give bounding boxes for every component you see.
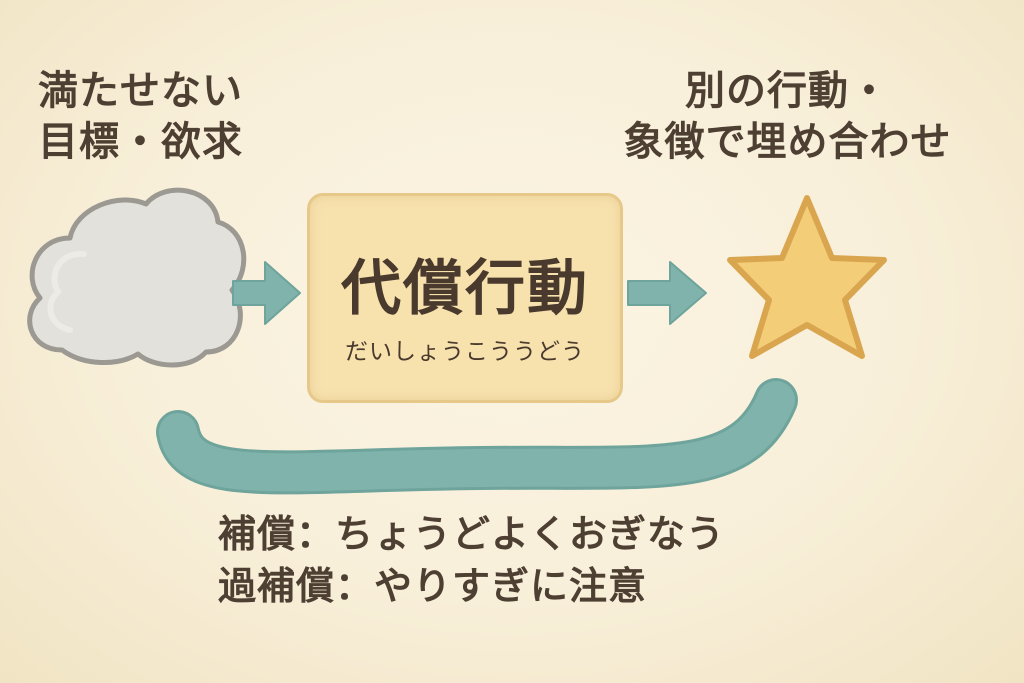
substitute-action-line-1: 別の行動・	[685, 68, 890, 114]
note-overcompensation: 過補償：やりすぎに注意	[218, 564, 648, 609]
notes: 補償：ちょうどよくおぎなう 過補償：やりすぎに注意	[218, 508, 725, 613]
substitute-action-caption: 別の行動・ 象徴で埋め合わせ	[590, 66, 985, 168]
concept-title: 代償行動	[341, 254, 589, 324]
unmet-goal-line-1: 満たせない	[38, 68, 243, 114]
note-compensation: 補償：ちょうどよくおぎなう	[218, 512, 726, 556]
arrow-cloud-to-concept	[232, 261, 301, 325]
arrow-concept-to-star	[627, 261, 707, 325]
substitute-action-line-2: 象徴で埋め合わせ	[623, 119, 952, 166]
star-icon	[727, 195, 887, 359]
concept-reading: だいしょうこううどう	[345, 339, 585, 365]
unmet-goal-line-2: 目標・欲求	[38, 119, 243, 166]
concept-box: 代償行動 だいしょうこううどう	[307, 193, 623, 403]
compensation-band	[156, 378, 798, 495]
cloud-icon	[27, 187, 247, 368]
unmet-goal-caption: 満たせない 目標・欲求	[38, 66, 243, 168]
